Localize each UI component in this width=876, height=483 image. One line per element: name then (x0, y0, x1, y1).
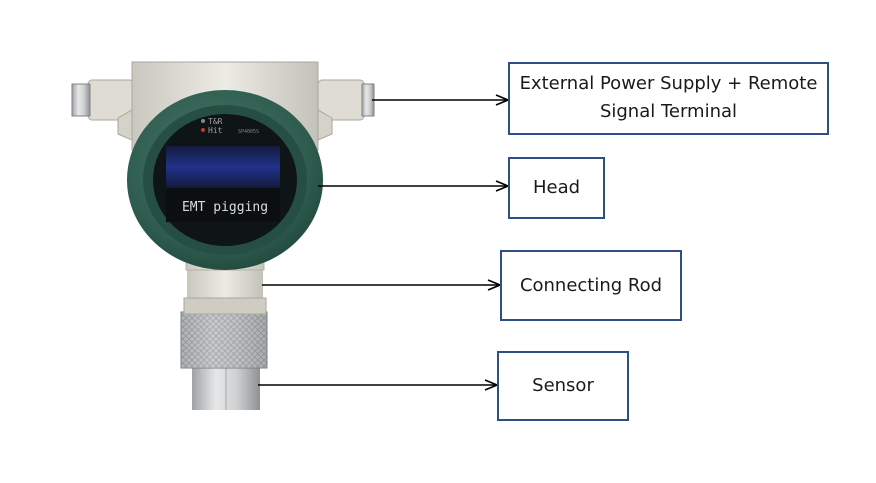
label-power-supply: External Power Supply + Remote Signal Te… (508, 62, 829, 135)
knurled-nut (180, 311, 268, 369)
callout-arrows (258, 100, 508, 385)
sensor-tube (192, 366, 260, 410)
indicator-dot-2 (201, 128, 205, 132)
connecting-rod (183, 262, 267, 315)
label-head-text: Head (532, 177, 581, 198)
label-head: Head (508, 157, 605, 219)
label-power-line1: External Power Supply + Remote (519, 73, 818, 94)
left-cable-gland (71, 79, 135, 121)
indicator-label-1: T&R (208, 117, 223, 126)
indicator-label-2: Hit (208, 126, 223, 135)
indicator-dot-1 (201, 119, 205, 123)
model-text: SP4005S (238, 129, 259, 135)
label-sensor-text: Sensor (532, 375, 594, 396)
label-connecting-rod: Connecting Rod (500, 250, 682, 321)
lcd-display: T&R Hit SP4005S EMT pigging (166, 117, 280, 222)
label-connecting-rod-text: Connecting Rod (519, 274, 663, 296)
label-sensor: Sensor (497, 351, 629, 421)
right-cable-gland (317, 79, 375, 121)
label-power-line2: Signal Terminal (599, 101, 738, 122)
display-text: EMT pigging (182, 200, 268, 215)
